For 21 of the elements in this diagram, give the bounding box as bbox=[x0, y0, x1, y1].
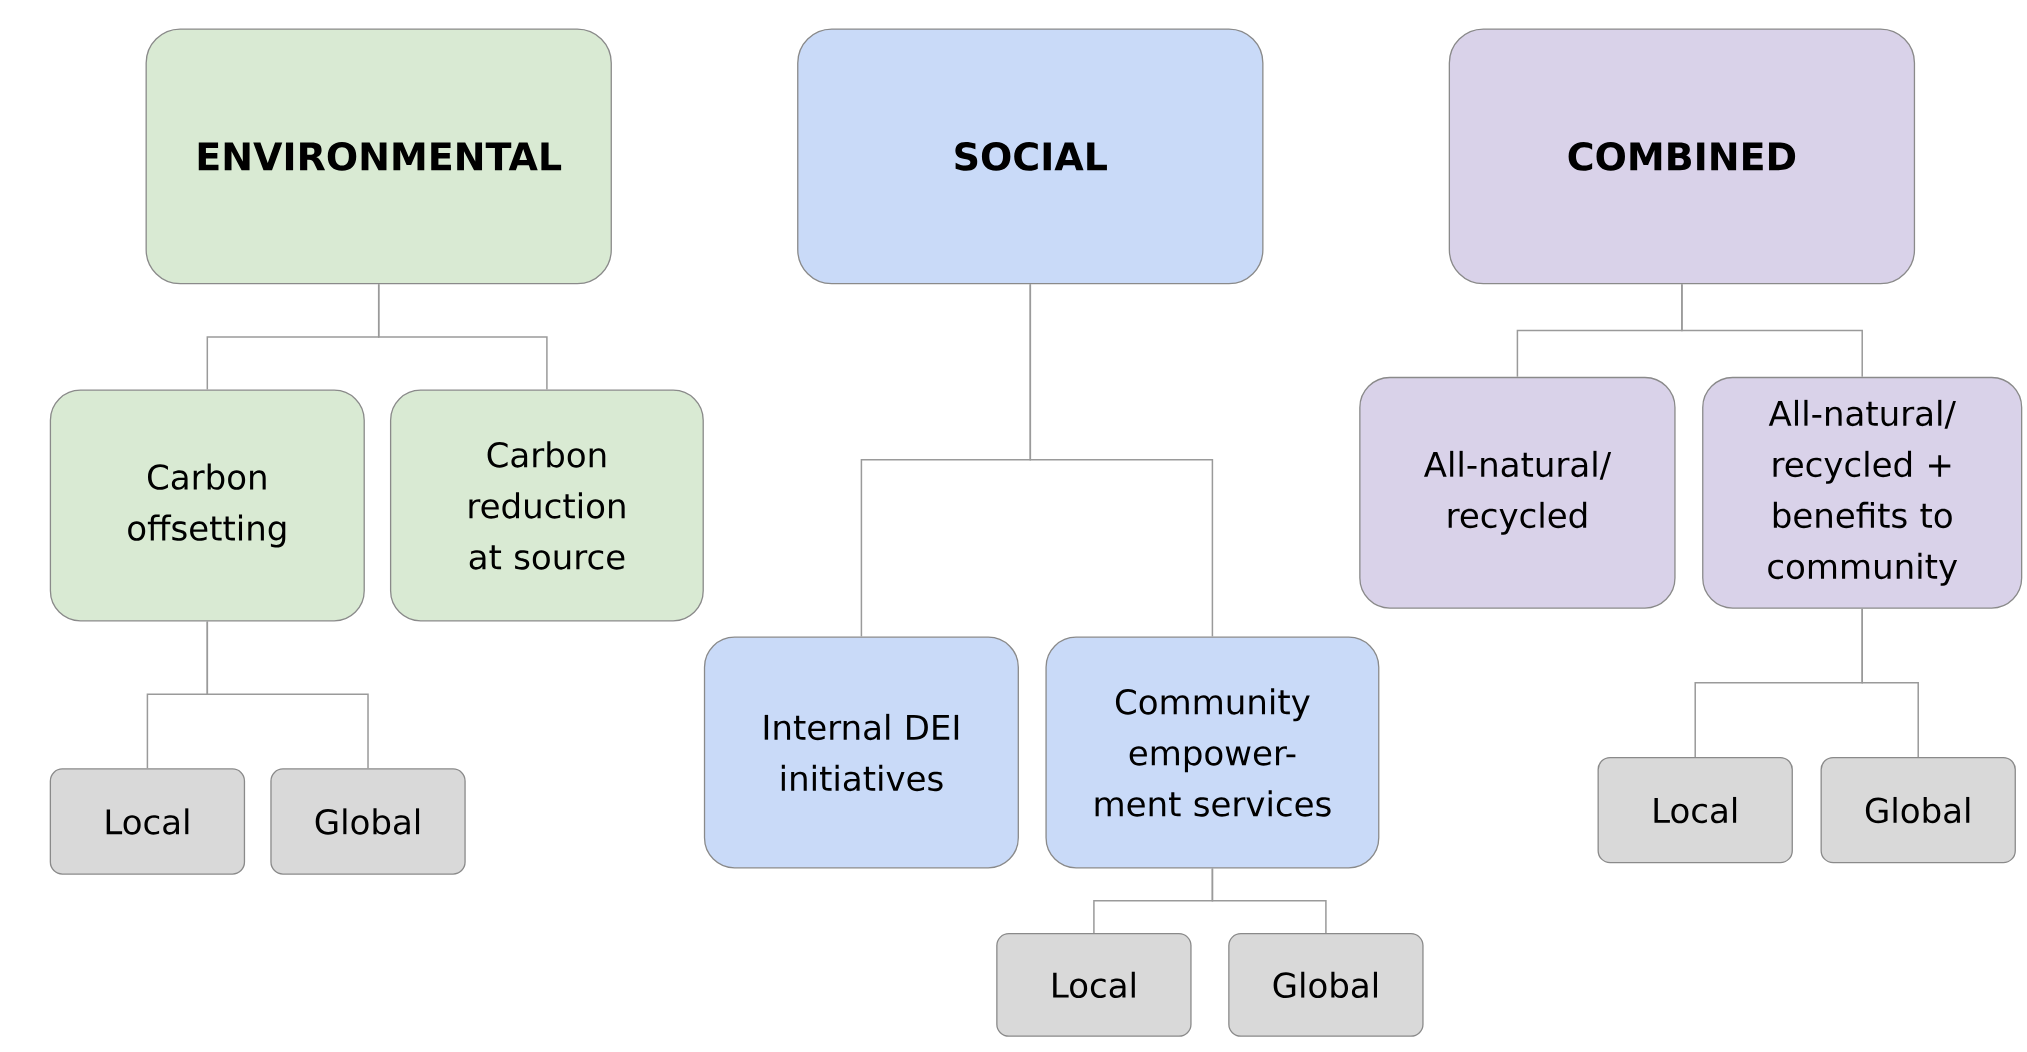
subcategory-box: All-natural/ recycled bbox=[1359, 376, 1676, 609]
scope-box: Local bbox=[1597, 756, 1793, 864]
connector-line bbox=[377, 283, 548, 391]
subcategory-box: Carbon offsetting bbox=[49, 389, 365, 622]
connector-line bbox=[206, 620, 369, 770]
scope-box: Global bbox=[1228, 932, 1424, 1037]
scope-box: Global bbox=[270, 768, 466, 875]
category-box: COMBINED bbox=[1448, 28, 1916, 285]
scope-box: Global bbox=[1820, 756, 2016, 864]
scope-box: Local bbox=[49, 768, 246, 875]
category-box: SOCIAL bbox=[797, 28, 1264, 285]
subcategory-box: Carbon reduction at source bbox=[389, 389, 704, 622]
connector-line bbox=[1861, 608, 1919, 758]
connector-line bbox=[1681, 283, 1863, 378]
category-box: ENVIRONMENTAL bbox=[145, 28, 612, 285]
subcategory-box: Community empower- ment services bbox=[1045, 636, 1380, 869]
connector-line bbox=[1029, 283, 1214, 638]
scope-box: Local bbox=[996, 932, 1192, 1037]
subcategory-box: All-natural/ recycled + benefits to community bbox=[1702, 376, 2023, 609]
connector-line bbox=[1211, 867, 1327, 934]
subcategory-box: Internal DEI initiatives bbox=[703, 636, 1019, 869]
